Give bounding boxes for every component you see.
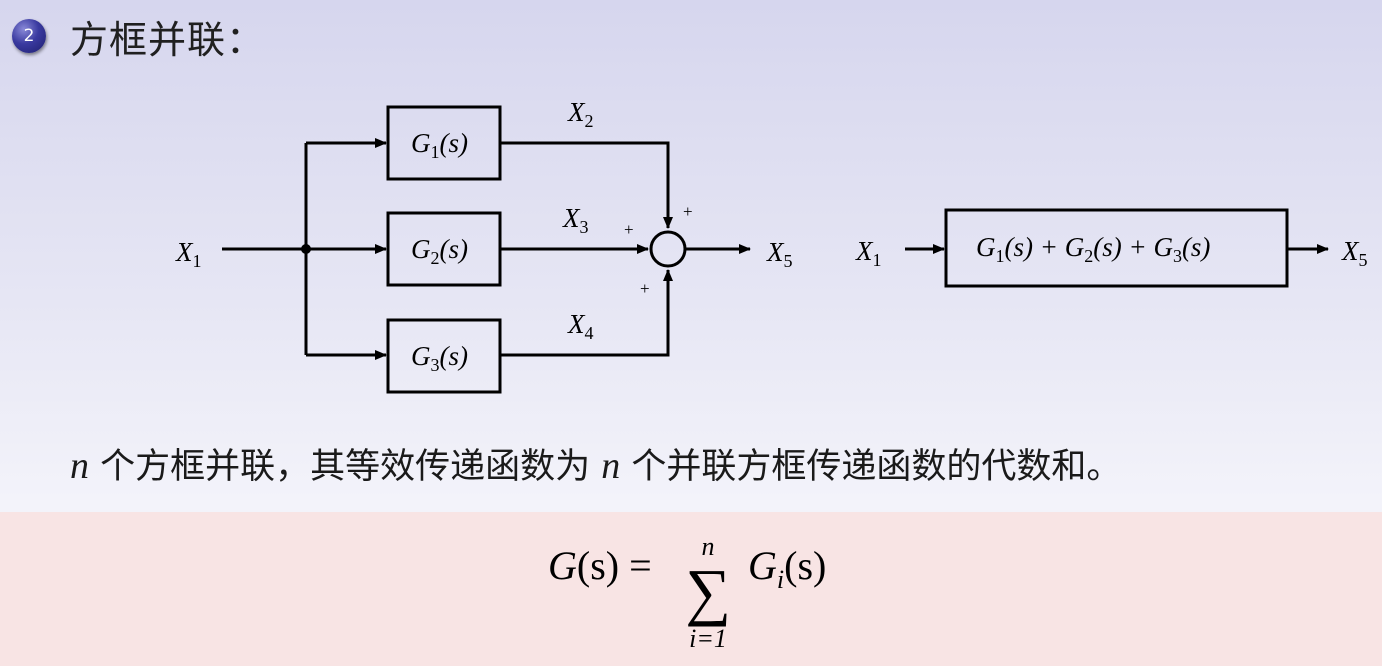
signal-x4-label: X4: [567, 309, 594, 343]
description-var-n-2: n: [601, 445, 621, 487]
equiv-output-label: X5: [1341, 236, 1368, 270]
input-label: X1: [175, 237, 202, 271]
block-g3-label: G3(s): [411, 341, 468, 375]
sum-lower-limit: i=1: [689, 624, 727, 653]
description-part-2: 个并联方框传递函数的代数和。: [620, 447, 1122, 487]
section-title: 方框并联：: [70, 17, 266, 62]
equiv-block-label: G1(s) + G2(s) + G3(s): [976, 232, 1210, 266]
sign-left: +: [624, 220, 634, 239]
output-label: X5: [766, 237, 793, 271]
branch-point: [301, 244, 311, 254]
block-g1-label: G1(s): [411, 128, 468, 162]
description-text: n 个方框并联，其等效传递函数为 n 个并联方框传递函数的代数和。: [70, 438, 1121, 489]
formula-lhs: G: [548, 543, 577, 588]
block-g2-label: G2(s): [411, 234, 468, 268]
bullet-number: 2: [23, 26, 35, 46]
sum-symbol: ∑: [685, 556, 731, 627]
formula-rhs: Gi(s): [748, 543, 827, 594]
sum-upper-limit: n: [701, 532, 715, 561]
summation: n ∑ i=1: [678, 532, 738, 654]
numbered-bullet: 2: [12, 19, 46, 53]
diagram-lines: [222, 105, 1329, 394]
signal-x3-label: X3: [562, 203, 589, 237]
equiv-input-label: X1: [855, 236, 882, 270]
description-var-n-1: n: [70, 445, 89, 487]
description-part-1: 个方框并联，其等效传递函数为: [89, 447, 602, 487]
formula-band: G(s) = n ∑ i=1 Gi(s): [0, 512, 1382, 666]
sum-formula: G(s) = n ∑ i=1 Gi(s): [548, 532, 826, 662]
block-diagram: X1 G1(s) G2(s) G3(s) X2 X3 X4 + + + X5 X…: [175, 97, 1368, 394]
summing-junction: [649, 230, 687, 268]
section-header: 2 方框并联：: [12, 14, 265, 62]
branch-1-out: [500, 141, 673, 229]
branch-3-out: [500, 269, 673, 357]
formula-lhs-arg: (s) =: [576, 543, 652, 588]
sign-top: +: [683, 202, 693, 221]
formula-rhs-sub: i: [776, 565, 785, 594]
signal-x2-label: X2: [567, 97, 594, 131]
sign-bottom: +: [640, 279, 650, 298]
